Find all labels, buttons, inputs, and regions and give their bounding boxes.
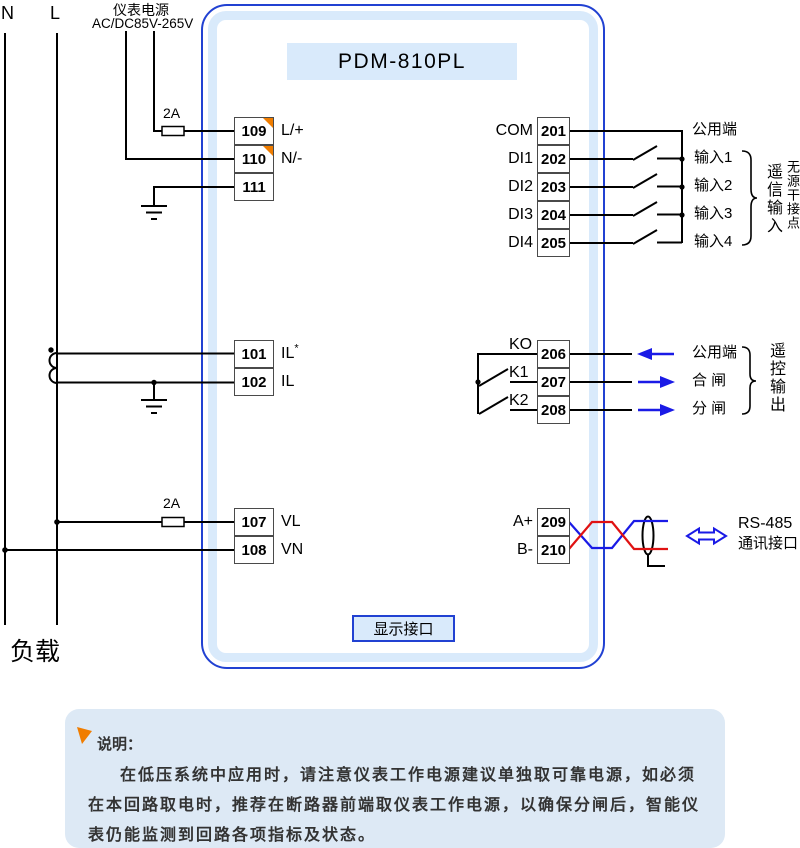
switch-di2 (632, 173, 658, 189)
terminal-102-label: IL (281, 373, 295, 390)
terminal-205: 205 (537, 229, 570, 257)
switch-k2 (478, 396, 509, 415)
k2-label: K2 (509, 392, 529, 409)
di1-label: DI1 (508, 150, 533, 167)
close-caption: 合 闸 (692, 372, 727, 389)
terminal-204: 204 (537, 201, 570, 229)
wire-a-plus (568, 519, 668, 550)
di-group-label: 遥信输入 (764, 163, 781, 235)
note-title: 说明： (97, 736, 143, 753)
shield-drain-wire (647, 554, 665, 567)
terminal-108-label: VN (281, 541, 304, 558)
arrow-common-left (637, 348, 674, 360)
terminal-101: 101 (234, 340, 274, 368)
supply-label-line2: AC/DC85V-265V (92, 16, 194, 31)
terminal-102: 102 (234, 368, 274, 396)
fuse-symbol-power (161, 125, 185, 137)
terminal-208: 208 (537, 396, 570, 424)
fuse-label-voltage: 2A (163, 495, 181, 511)
a-plus-label: A+ (512, 513, 533, 530)
k1-label: K1 (509, 364, 529, 381)
supply-label-line1: 仪表电源 (113, 2, 169, 18)
rs485-label: RS-485 (738, 515, 793, 532)
di-group-sublabel: 无源干接点 (785, 160, 800, 230)
device-title-text: PDM-810PL (338, 49, 466, 73)
note-panel (65, 709, 725, 848)
terminal-109-label: L/+ (281, 122, 304, 139)
terminal-107-label: VL (281, 513, 301, 530)
ground-symbol-current (141, 399, 167, 414)
terminal-110: 110 (234, 145, 274, 173)
bidirectional-arrow-icon (685, 526, 728, 546)
input1-caption: 输入1 (694, 149, 733, 166)
switch-di4 (632, 229, 658, 245)
terminal-107: 107 (234, 508, 274, 536)
phase-n-label: N (1, 3, 14, 23)
wiring-svg (2, 31, 758, 625)
do-common-caption: 公用端 (692, 344, 738, 361)
switch-k1 (478, 368, 509, 387)
ground-symbol-power (141, 205, 167, 220)
terminal-101-label: IL* (281, 342, 299, 362)
current-wiring (48, 347, 236, 414)
device-title: PDM-810PL (287, 43, 517, 80)
load-label: 负载 (10, 638, 61, 666)
terminal-110-label: N/- (281, 150, 303, 167)
terminal-111: 111 (234, 173, 274, 201)
input3-caption: 输入3 (694, 205, 733, 222)
display-port: 显示接口 (352, 615, 455, 642)
input4-caption: 输入4 (694, 233, 733, 250)
rs485-wiring (568, 515, 728, 567)
terminal-202: 202 (537, 145, 570, 173)
voltage-wiring (2, 516, 236, 553)
device-inner-band (208, 11, 598, 662)
arrow-open-right (638, 404, 675, 416)
fuse-symbol-voltage (161, 516, 185, 528)
di3-label: DI3 (508, 206, 533, 223)
terminal-210: 210 (537, 536, 570, 564)
di-wiring (569, 130, 685, 245)
do-wiring (475, 348, 675, 416)
di-com-label: COM (495, 122, 533, 139)
ko-label: KO (509, 336, 533, 353)
note-line-3: 表仍能监测到回路各项指标及状态。 (88, 827, 377, 844)
di-group-brace (741, 150, 758, 246)
b-minus-label: B- (517, 541, 533, 558)
ct-polarity-dot (48, 347, 54, 353)
terminal-203: 203 (537, 173, 570, 201)
note-marker-icon (77, 727, 92, 744)
note-line-2: 在本回路取电时，推荐在断路器前端取仪表工作电源，以确保分闸后，智能仪 (88, 797, 701, 814)
mains-lines (4, 33, 58, 625)
power-wiring (125, 31, 236, 220)
open-caption: 分 闸 (692, 400, 727, 417)
terminal-209: 209 (537, 508, 570, 536)
di-common-caption: 公用端 (692, 121, 738, 138)
phase-l-label: L (50, 3, 61, 23)
terminal-207: 207 (537, 368, 570, 396)
ct-symbol (48, 352, 58, 384)
wire-b-minus (568, 520, 668, 551)
do-group-label: 遥控输出 (767, 342, 784, 414)
switch-di3 (632, 201, 658, 217)
input2-caption: 输入2 (694, 177, 733, 194)
terminal-201: 201 (537, 117, 570, 145)
fuse-label-power: 2A (163, 105, 181, 121)
di4-label: DI4 (508, 234, 533, 251)
arrow-close-right (638, 376, 675, 388)
note-line-1: 在低压系统中应用时，请注意仪表工作电源建议单独取可靠电源，如必须 (120, 767, 697, 784)
di2-label: DI2 (508, 178, 533, 195)
terminal-109: 109 (234, 117, 274, 145)
do-group-brace (741, 346, 757, 415)
terminal-206: 206 (537, 340, 570, 368)
switch-di1 (632, 145, 658, 161)
terminal-108: 108 (234, 536, 274, 564)
rs485-port-label: 通讯接口 (738, 535, 799, 552)
